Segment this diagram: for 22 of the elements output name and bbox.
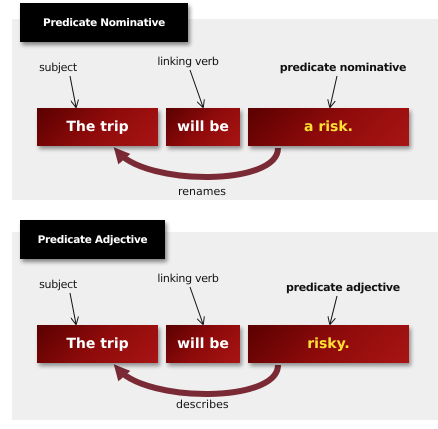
edge-label: describes: [176, 398, 229, 411]
arrow: [327, 76, 338, 108]
word-block: a risk.: [248, 108, 409, 146]
word-block: risky.: [248, 325, 409, 363]
word-block: will be: [166, 325, 240, 363]
word-block: will be: [166, 108, 240, 146]
term-label: linking verb: [153, 55, 223, 68]
term-label: subject: [36, 61, 80, 74]
word-block: The trip: [37, 325, 158, 363]
arrow: [190, 286, 205, 326]
term-label: subject: [36, 278, 80, 291]
arrow: [70, 76, 80, 108]
section-heading: Predicate Adjective: [20, 220, 165, 259]
arrow: [70, 292, 80, 326]
arrow: [190, 70, 205, 108]
word-block: The trip: [37, 108, 158, 146]
section-heading: Predicate Nominative: [20, 3, 188, 42]
edge-label: renames: [178, 185, 226, 198]
term-label: predicate nominative: [278, 61, 408, 74]
term-label: predicate adjective: [284, 281, 402, 294]
arrow: [327, 296, 338, 326]
term-label: linking verb: [153, 272, 223, 285]
